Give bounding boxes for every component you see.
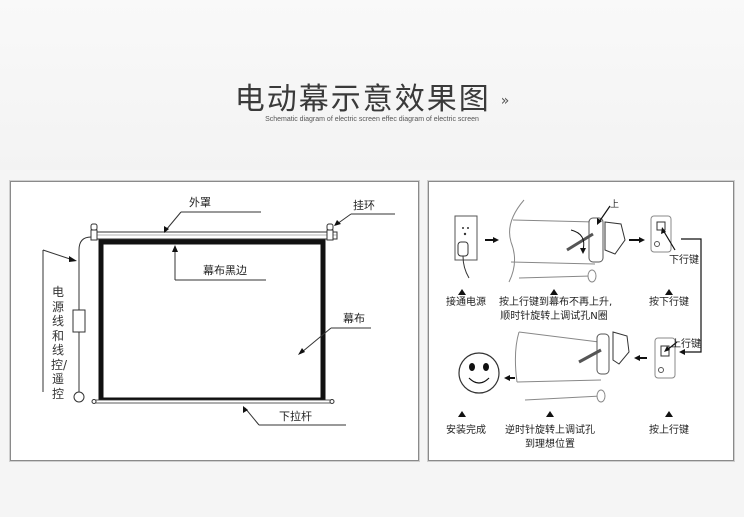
label-screen-fabric: 幕布 [343,312,365,325]
header-band [0,0,744,170]
page-title: 电动幕示意效果图 [234,82,491,117]
step-5-caption-line2: 到理想位置 [525,439,575,450]
installation-steps-drawing [454,199,702,403]
label-housing: 外罩 [189,196,211,209]
step-marker-icon [458,289,466,295]
step-marker-icon [458,411,466,417]
step-marker-icon [546,411,554,417]
step-marker-icon [550,289,558,295]
label-pull-rod: 下拉杆 [279,410,312,423]
title-block: 电动幕示意效果图 » [0,74,744,118]
label-power-cable: 电源线和线控/遥控 [51,285,68,401]
callout-up-key: 上行键 [671,339,701,350]
screen-schematic-drawing [42,211,395,426]
step-marker-icon [665,411,673,417]
power-socket-icon [454,215,478,279]
wall-switch-down-icon [650,215,676,253]
page-subtitle: Schematic diagram of electric screen eff… [265,116,479,123]
screen-schematic-panel: 外罩 挂环 幕布黑边 幕布 下拉杆 电源线和线控/遥控 [10,181,419,461]
step-2-caption-line1: 按上行键到幕布不再上升, [499,297,613,308]
hanging-hook-right [326,223,334,241]
roller-tube-icon [508,199,626,283]
label-hanging-ring: 挂环 [353,199,375,212]
label-black-border: 幕布黑边 [203,264,247,277]
step-5-caption-line1: 逆时针旋转上调试孔 [505,425,595,436]
callout-down-key: 下行键 [669,255,699,266]
smiley-face-icon [458,352,500,394]
installation-steps-panel: 上 下行键 上行键 接通电源 按上行键到幕布不再上升, 顺时针旋转上调试孔N圈 … [428,181,734,461]
wall-switch-up-icon [654,337,678,379]
step-marker-icon [665,289,673,295]
double-chevron-icon: » [500,92,510,109]
step-3-caption: 按下行键 [649,297,689,308]
roller-tube-reverse-icon [514,331,630,403]
callout-up-hole: 上 [610,200,620,210]
step-2-caption: 按上行键到幕布不再上升, 顺时针旋转上调试孔N圈 [499,296,613,324]
step-6-caption: 安装完成 [446,425,486,436]
step-2-caption-line2: 顺时针旋转上调试孔N圈 [500,311,608,322]
step-5-caption: 逆时针旋转上调试孔 到理想位置 [505,424,595,452]
step-1-caption: 接通电源 [446,297,486,308]
step-4-caption: 按上行键 [649,425,689,436]
hanging-hook-left [90,223,98,241]
